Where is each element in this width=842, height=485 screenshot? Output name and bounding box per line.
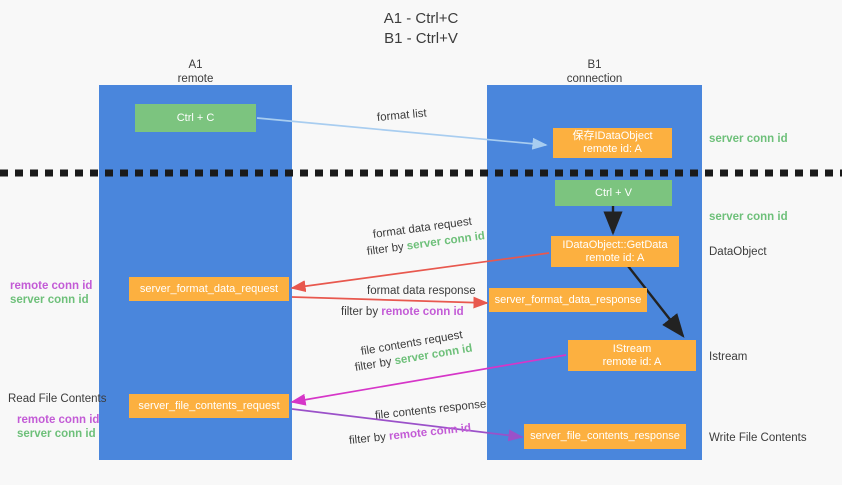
box-ctrl-v-label: Ctrl + V: [595, 186, 632, 199]
left-label-remote-conn-id-1: remote conn id: [10, 280, 93, 292]
box-save-idataobject-line2: remote id: A: [583, 143, 642, 155]
left-label-server-conn-id-2: server conn id: [17, 428, 96, 440]
box-server-format-data-request-label: server_format_data_request: [139, 282, 279, 295]
left-label-remote-conn-id-2: remote conn id: [17, 414, 100, 426]
right-label-write-file-contents: Write File Contents: [709, 432, 807, 444]
diagram-title: A1 - Ctrl+C B1 - Ctrl+V: [0, 9, 842, 49]
box-ctrl-c[interactable]: Ctrl + C: [135, 104, 256, 132]
box-ctrl-v[interactable]: Ctrl + V: [555, 180, 672, 206]
column-header-b1: B1 connection: [487, 58, 702, 86]
filter-prefix-3: filter by: [354, 355, 396, 374]
box-getdata[interactable]: IDataObject::GetData remote id: A: [551, 236, 679, 267]
filter-prefix-4: filter by: [348, 430, 390, 447]
left-label-server-conn-id-1: server conn id: [10, 294, 89, 306]
right-label-dataobject: DataObject: [709, 246, 767, 258]
box-istream-line1: IStream: [612, 342, 652, 355]
box-server-format-data-request[interactable]: server_format_data_request: [129, 277, 289, 301]
box-server-format-data-response-label: server_format_data_response: [494, 293, 642, 306]
box-server-file-contents-request[interactable]: server_file_contents_request: [129, 394, 289, 418]
box-server-format-data-response[interactable]: server_format_data_response: [489, 288, 647, 312]
right-label-istream: Istream: [709, 351, 748, 363]
column-a1-name: A1: [188, 59, 203, 71]
right-label-server-conn-id-1: server conn id: [709, 133, 788, 145]
box-ctrl-c-label: Ctrl + C: [176, 111, 215, 124]
box-save-idataobject[interactable]: 保存IDataObject remote id: A: [553, 128, 672, 158]
left-label-read-file-contents: Read File Contents: [8, 393, 107, 405]
filter-prefix-1: filter by: [366, 240, 408, 258]
box-server-file-contents-response[interactable]: server_file_contents_response: [524, 424, 686, 449]
filter-key-remote-conn-id-2: remote conn id: [388, 422, 472, 443]
right-label-server-conn-id-2: server conn id: [709, 211, 788, 223]
box-getdata-line1: IDataObject::GetData: [562, 238, 668, 251]
arrow-label-file-contents-response-filter: filter by remote conn id: [348, 421, 471, 448]
column-b1-name: B1: [587, 59, 602, 71]
title-line-1: A1 - Ctrl+C: [383, 10, 459, 27]
filter-prefix-2: filter by: [341, 306, 382, 318]
arrow-label-format-data-response: format data response: [367, 285, 476, 297]
column-a1-role: remote: [177, 73, 214, 85]
box-server-file-contents-request-label: server_file_contents_request: [138, 399, 280, 412]
title-line-2: B1 - Ctrl+V: [384, 30, 458, 47]
arrow-label-file-contents-response: file contents response: [374, 398, 487, 422]
box-istream[interactable]: IStream remote id: A: [568, 340, 696, 371]
box-getdata-line2: remote id: A: [585, 251, 645, 264]
box-server-file-contents-response-label: server_file_contents_response: [530, 430, 680, 442]
column-header-a1: A1 remote: [99, 58, 292, 86]
column-b1-role: connection: [566, 73, 623, 85]
arrow-label-format-list: format list: [376, 107, 428, 124]
box-save-idataobject-line1: 保存IDataObject: [572, 130, 653, 142]
arrow-label-format-data-response-filter: filter by remote conn id: [341, 305, 464, 319]
filter-key-remote-conn-id-1: remote conn id: [381, 306, 464, 318]
box-istream-line2: remote id: A: [602, 355, 662, 368]
